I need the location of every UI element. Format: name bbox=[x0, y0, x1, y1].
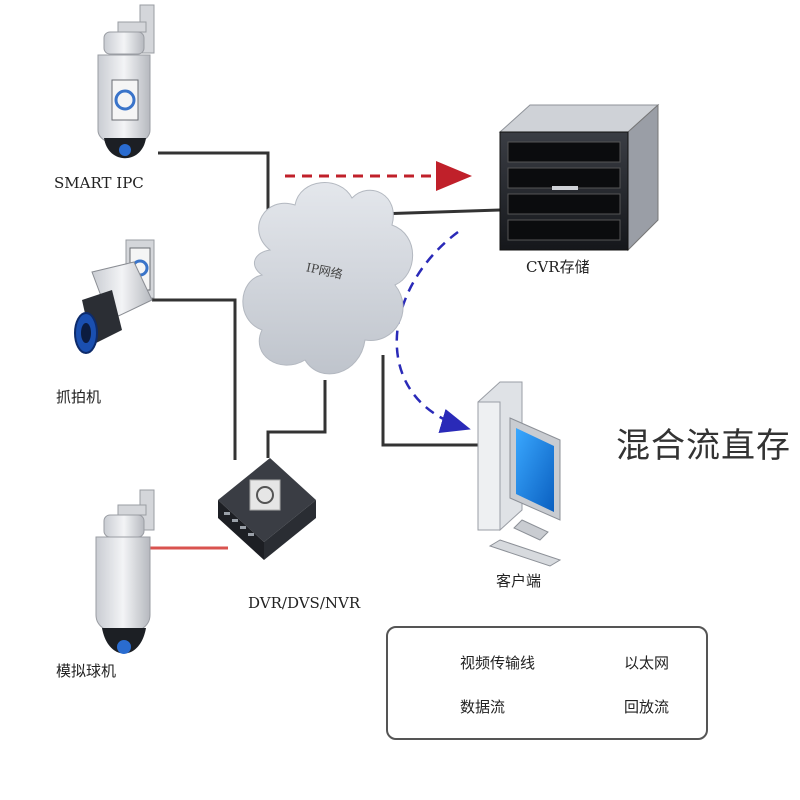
client-label: 客户端 bbox=[496, 572, 542, 590]
legend-ethernet-label: 以太网 bbox=[624, 654, 670, 672]
legend-video-line-label: 视频传输线 bbox=[460, 654, 536, 672]
cvr-label: CVR存储 bbox=[526, 258, 590, 276]
ip-network-cloud bbox=[242, 182, 414, 375]
capture-camera-icon bbox=[74, 239, 155, 354]
legend bbox=[386, 626, 708, 740]
dvr-label: DVR/DVS/NVR bbox=[248, 594, 361, 612]
link-cloud-client bbox=[381, 355, 478, 447]
client-computer-icon bbox=[477, 381, 562, 567]
smart-ipc-camera-icon bbox=[97, 4, 155, 159]
legend-data-stream-label: 数据流 bbox=[460, 698, 506, 716]
capture-camera-label: 抓拍机 bbox=[56, 388, 102, 406]
analog-dome-camera-icon bbox=[95, 489, 155, 654]
playback-stream-arrow bbox=[395, 230, 471, 433]
legend-playback-stream-label: 回放流 bbox=[624, 698, 670, 716]
link-ipc-cloud bbox=[158, 151, 270, 222]
link-dvr-cloud bbox=[266, 380, 327, 458]
link-cloud-cvr bbox=[377, 208, 501, 216]
smart-ipc-label: SMART IPC bbox=[54, 174, 144, 192]
ethernet-links bbox=[152, 151, 501, 460]
cvr-storage-icon bbox=[498, 103, 660, 252]
analog-dome-label: 模拟球机 bbox=[56, 662, 117, 680]
diagram-title: 混合流直存 bbox=[616, 426, 791, 466]
dvr-device-icon bbox=[218, 458, 316, 560]
link-capture-cloud bbox=[152, 298, 237, 460]
